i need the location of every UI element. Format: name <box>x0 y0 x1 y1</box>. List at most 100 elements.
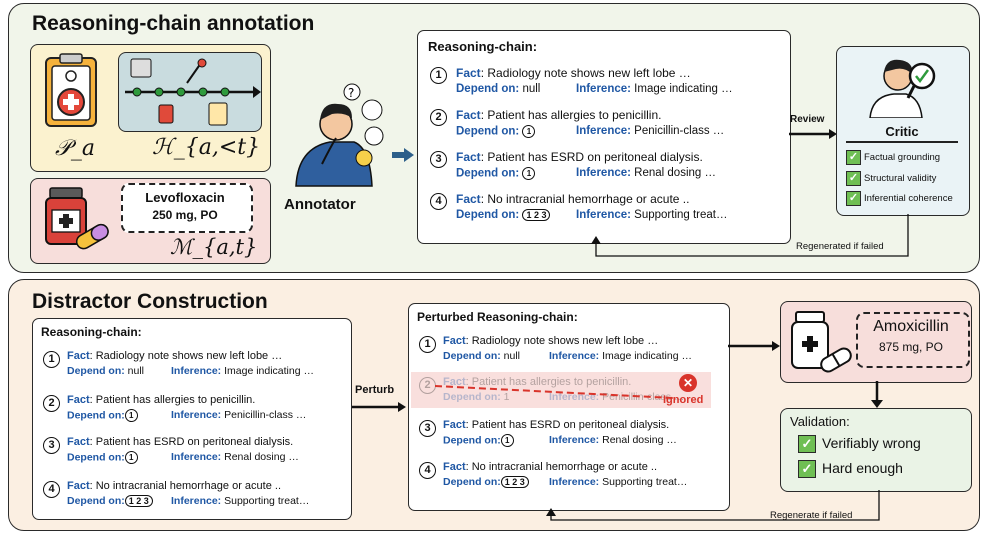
step-number: 2 <box>419 377 436 394</box>
critic-title: Critic <box>885 124 919 139</box>
step-number: 4 <box>430 193 447 210</box>
check-icon: ✓ <box>846 150 861 165</box>
validation-title: Validation: <box>790 414 850 429</box>
step-depend: Depend on:1 <box>443 434 515 447</box>
step-inference: Inference: Renal dosing … <box>171 451 299 463</box>
annotation-title: Reasoning-chain annotation <box>32 12 315 35</box>
arrow-right-icon <box>392 148 414 167</box>
step-inference: Inference: Penicillin-class … <box>171 409 307 421</box>
step-number: 3 <box>430 151 447 168</box>
step-inference: Inference: Supporting treat… <box>576 209 728 221</box>
critic-person-icon <box>862 52 942 119</box>
medication-name: Levofloxacin <box>145 190 225 205</box>
medication-label: ℳ_{a,t} <box>170 235 258 259</box>
step-number: 1 <box>419 336 436 353</box>
step-depend: Depend on: null <box>443 350 521 362</box>
step-number: 4 <box>43 481 60 498</box>
step-number: 3 <box>43 437 60 454</box>
medication-dose: 250 mg, PO <box>152 208 218 222</box>
ignored-step-highlight <box>411 372 711 408</box>
ignored-label: Ignored <box>663 394 704 406</box>
regenerate-loop-arrow <box>590 214 910 265</box>
history-timeline-box <box>118 52 262 132</box>
critic-item: Structural validity <box>864 173 937 184</box>
step-fact: Fact: No intracranial hemorrhage or acut… <box>67 480 281 492</box>
depend-circles: 1 2 3 <box>522 209 551 221</box>
critic-divider <box>846 141 958 143</box>
medication-tag <box>121 183 253 233</box>
distractor-tag <box>856 312 970 368</box>
step-number: 2 <box>43 395 60 412</box>
step-depend: Depend on: 1 2 3 <box>456 209 551 221</box>
svg-text:?: ? <box>348 86 354 100</box>
validation-item: Verifiably wrong <box>822 435 921 451</box>
regenerated-label: Regenerated if failed <box>796 241 884 252</box>
pill-bottle-outline-icon <box>788 310 852 374</box>
source-chain-card: Reasoning-chain: 1 Fact: Radiology note … <box>32 318 352 520</box>
perturb-arrow-icon <box>352 399 406 417</box>
step-inference: Inference: Supporting treat… <box>171 495 310 507</box>
step-number: 1 <box>43 351 60 368</box>
step-fact: Fact: Patient has allergies to penicilli… <box>456 108 662 122</box>
step-depend: Depend on:1 <box>67 451 139 464</box>
perturb-label: Perturb <box>355 384 395 396</box>
step-fact: Fact: Patient has ESRD on peritoneal dia… <box>456 150 703 164</box>
step-fact: Fact: No intracranial hemorrhage or acut… <box>443 461 657 473</box>
step-fact: Fact: Radiology note shows new left lobe… <box>456 66 691 80</box>
regenerate-label: Regenerate if failed <box>770 510 853 521</box>
check-icon: ✓ <box>846 191 861 206</box>
validation-item: Hard enough <box>822 460 903 476</box>
critic-item: Inferential coherence <box>864 193 953 204</box>
perturbed-chain-title: Perturbed Reasoning-chain: <box>417 310 578 324</box>
step-inference: Inference: Renal dosing … <box>576 167 716 179</box>
step-depend: Depend on:1 2 3 <box>67 495 153 507</box>
step-depend: Depend on:1 2 3 <box>443 476 529 488</box>
step-inference: Inference: Supporting treat… <box>549 476 688 488</box>
step-fact: Fact: Patient has ESRD on peritoneal dia… <box>67 436 294 448</box>
annotator-figure-icon: ? <box>292 78 392 188</box>
regenerate-loop-arrow <box>545 490 885 531</box>
critic-item: Factual grounding <box>864 152 941 163</box>
patient-record-icon <box>42 52 102 130</box>
ignored-x-icon: ✕ <box>679 374 697 392</box>
step-fact: Fact: Patient has allergies to penicilli… <box>67 394 256 406</box>
pill-bottle-icon <box>40 186 110 252</box>
distractor-title: Distractor Construction <box>32 290 268 313</box>
strike-line <box>434 384 675 405</box>
step-fact: Fact: Radiology note shows new left lobe… <box>443 335 659 347</box>
annotator-label: Annotator <box>284 196 356 213</box>
step-number: 2 <box>430 109 447 126</box>
distractor-dose: 875 mg, PO <box>878 340 944 354</box>
check-icon: ✓ <box>798 460 816 478</box>
check-icon: ✓ <box>846 171 861 186</box>
step-depend: Depend on: 1 <box>456 125 536 138</box>
step-inference: Inference: Image indicating … <box>576 83 733 95</box>
step-number: 1 <box>430 67 447 84</box>
arrow-down-icon <box>871 381 883 413</box>
check-icon: ✓ <box>798 435 816 453</box>
step-inference: Inference: Penicillin-class … <box>576 125 725 137</box>
step-inference: Inference: Penicillin-class … <box>549 391 685 403</box>
step-depend: Depend on: 1 <box>456 167 536 180</box>
step-inference: Inference: Renal dosing … <box>549 434 677 446</box>
reasoning-chain-title: Reasoning-chain: <box>41 325 142 339</box>
arrow-to-distractor-icon <box>728 338 780 356</box>
step-number: 4 <box>419 462 436 479</box>
reasoning-chain-title: Reasoning-chain: <box>428 39 538 54</box>
step-fact: Fact: Radiology note shows new left lobe… <box>67 350 283 362</box>
perturbed-chain-card: Perturbed Reasoning-chain: 1 Fact: Radio… <box>408 303 730 511</box>
reasoning-chain-card: Reasoning-chain: 1 Fact: Radiology note … <box>417 30 791 244</box>
history-label: ℋ_{a,<t} <box>152 135 261 160</box>
step-depend: Depend on: 1 <box>443 391 510 403</box>
step-fact: Fact: No intracranial hemorrhage or acut… <box>456 192 690 206</box>
step-number: 3 <box>419 420 436 437</box>
step-fact: Fact: Patient has ESRD on peritoneal dia… <box>443 419 670 431</box>
distractor-name: Amoxicillin <box>873 318 949 335</box>
step-inference: Inference: Image indicating … <box>171 365 314 377</box>
step-fact: Fact: Patient has allergies to penicilli… <box>443 376 632 388</box>
patient-label: 𝒫_a <box>55 136 95 161</box>
step-depend: Depend on:1 <box>67 409 139 422</box>
step-inference: Inference: Image indicating … <box>549 350 692 362</box>
review-label: Review <box>790 114 825 125</box>
step-depend: Depend on: null <box>456 83 541 95</box>
